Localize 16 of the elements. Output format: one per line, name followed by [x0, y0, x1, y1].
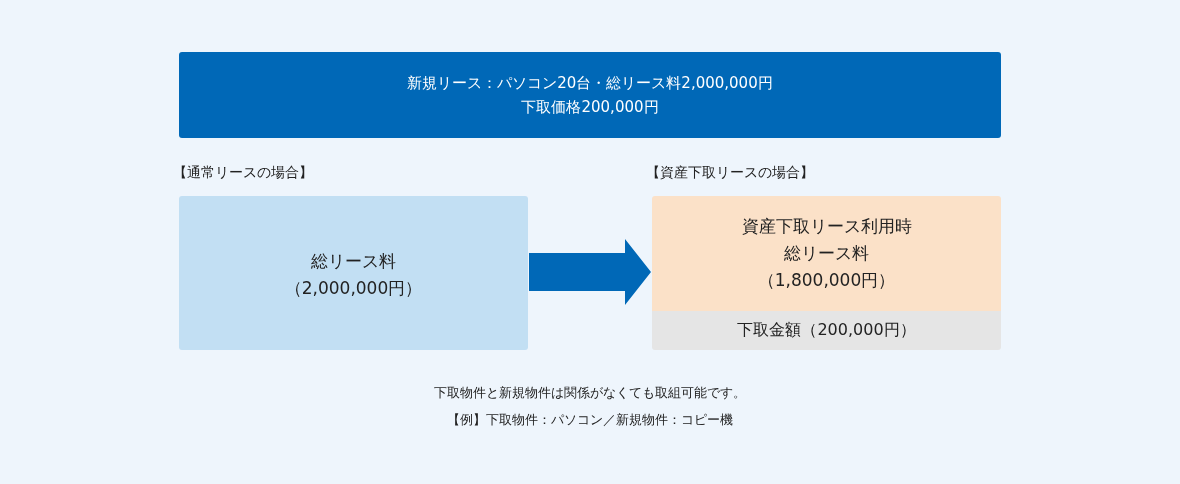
box-text: （2,000,000円） [283, 277, 424, 300]
note-text: 【例】下取物件：パソコン／新規物件：コピー機 [446, 411, 734, 429]
summary-banner [179, 52, 1001, 138]
trade-in-total-box [652, 196, 1001, 311]
banner-text: 新規リース：パソコン20台・総リース料2,000,000円 [406, 73, 774, 94]
note-text: 下取物件と新規物件は関係がなくても取組可能です。 [433, 384, 747, 402]
box-text: （1,800,000円） [756, 269, 897, 292]
banner-text: 下取価格200,000円 [520, 97, 660, 118]
block-arrow [529, 239, 651, 305]
trade-in-lease-panel [652, 166, 1001, 350]
box-text: 資産下取リース利用時総リース料 [740, 215, 913, 265]
box-text: 下取金額（200,000円） [736, 320, 917, 341]
section-heading: 【資産下取リースの場合】 [646, 164, 814, 182]
section-heading: 【通常リースの場合】 [173, 164, 313, 182]
box-text: 総リース料 [310, 250, 397, 273]
trade-in-amount-box [652, 311, 1001, 350]
